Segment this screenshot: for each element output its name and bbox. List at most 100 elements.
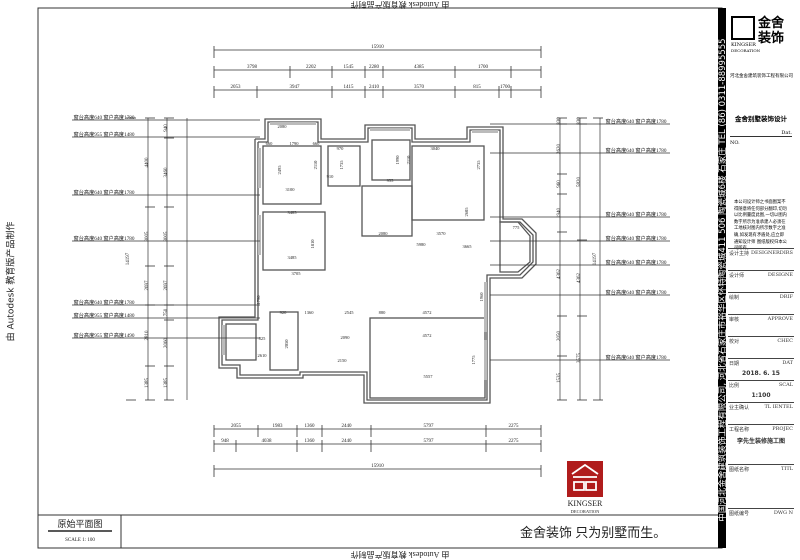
bay-window xyxy=(499,221,531,273)
dim-room: 3485 xyxy=(288,255,298,260)
row-label-en: TITL xyxy=(781,466,793,472)
window-notes: 窗台高度640 窗户高度1780 窗台高度955 窗户高度1480 窗台高度640 … xyxy=(74,113,667,361)
dim-bottom-row2: 2275 xyxy=(509,439,520,444)
dim-bottom-row1: 1360 xyxy=(305,424,316,429)
dim-left-col2: 750 xyxy=(164,308,169,316)
watermark-side: 由 Autodesk 教育版产品制作 xyxy=(6,221,17,342)
company-band-text: 中国河北金舍建筑装饰工程有限公司, 河北省石家庄市裕华区怀特陶瓷城411 506… xyxy=(718,38,728,522)
logo-mark-icon xyxy=(731,16,755,40)
bedroom-1 xyxy=(262,145,322,205)
dim-room: 1360 xyxy=(305,310,315,315)
dim-left-col2: 2060 xyxy=(164,338,169,349)
slogan: 金舍装饰 只为别墅而生。 xyxy=(520,525,666,540)
drawing-scale: SCALE 1: 100 xyxy=(65,538,95,543)
row-label-cn: 比例 xyxy=(729,383,740,389)
dim-right-col2: 5820 xyxy=(577,177,582,188)
row-value: 2018. 6. 15 xyxy=(742,370,780,377)
dim-room: 2610 xyxy=(258,353,268,358)
dim-top-row2: 2410 xyxy=(369,85,380,90)
row-label-cn: 校对 xyxy=(729,339,740,345)
dim-bottom-row2: 2440 xyxy=(342,439,353,444)
dim-bottom-row1: 2275 xyxy=(509,424,520,429)
dim-left-col1: 3005 xyxy=(145,231,150,242)
row-label-cn: 设计主持 xyxy=(729,251,750,257)
bedroom-2 xyxy=(262,211,326,271)
dim-room: 1960 xyxy=(479,292,484,302)
window-note-left: 窗台高度640 窗户高度1780 xyxy=(74,298,135,306)
dim-top-row2: 1700 xyxy=(500,85,511,90)
dim-left-col1: 4400 xyxy=(145,157,150,168)
footer-logo: KINGSER DECORATION xyxy=(567,461,603,514)
dim-left-col2: 2697 xyxy=(164,280,169,291)
dim-bottom-total: 15910 xyxy=(371,464,384,469)
dim-room: 3570 xyxy=(437,231,447,236)
dim-bottom-row1: 1983 xyxy=(273,424,284,429)
outer-wall-outer xyxy=(218,118,537,404)
company-name: 河北金舍建筑装饰工程有限公司 xyxy=(730,74,793,79)
dim-room: 2110 xyxy=(313,160,318,170)
dim-right-col2: 3575 xyxy=(577,353,582,364)
dim-right-total: 14197 xyxy=(593,252,598,265)
row-label-en: DESIGNERDIRS xyxy=(750,250,793,256)
dim-room: 825 xyxy=(259,336,267,341)
dim-room: 2080 xyxy=(278,124,288,129)
logo-en: KINGSER xyxy=(731,42,756,48)
dim-bottom-row2: 4038 xyxy=(262,439,273,444)
dim-room: 2735 xyxy=(476,160,481,170)
bedroom-3 xyxy=(411,145,485,221)
window-note-left: 窗台高度955 窗户高度1480 xyxy=(74,311,135,319)
row-value: 李先生装修施工图 xyxy=(736,438,785,445)
title-block-row: 图纸名称 TITL xyxy=(728,464,794,473)
row-label-en: CHEC xyxy=(777,338,793,344)
dim-room: 1990 xyxy=(395,155,400,165)
dim-room: 1790 xyxy=(256,295,261,305)
title-block-row: 校对 CHEC xyxy=(728,336,794,345)
dim-room: 4572 xyxy=(423,310,432,315)
dim-left-col2: 940 xyxy=(164,124,169,132)
row-label-cn: 绘制 xyxy=(729,295,740,301)
row-label-cn: 设计师 xyxy=(729,273,745,279)
dim-right-col2: 330 xyxy=(577,117,582,125)
no-label: NO. xyxy=(730,140,740,146)
row-label-cn: 审核 xyxy=(729,317,740,323)
logo-cn: 金舍装饰 xyxy=(758,16,785,46)
window-note-left: 窗台高度640 窗户高度1780 xyxy=(74,113,135,121)
window-leader-lines xyxy=(72,119,670,361)
window-note-left: 窗台高度955 窗户高度1480 xyxy=(74,130,135,138)
dim-room: 880 xyxy=(379,310,387,315)
dim-bottom-row1: 2440 xyxy=(342,424,353,429)
dim-top-row1: 1700 xyxy=(478,65,489,70)
dim-room: 775 xyxy=(513,225,521,230)
window-note-right: 窗台高度640 窗户高度1780 xyxy=(606,146,667,154)
row-label-cn: 图纸名称 xyxy=(729,467,750,473)
outer-wall xyxy=(221,121,534,401)
window-note-right: 窗台高度640 窗户高度1780 xyxy=(606,234,667,242)
dim-room: 660 xyxy=(266,141,274,146)
dim-left-col1: 1385 xyxy=(145,378,150,389)
dim-room: 3485 xyxy=(288,210,298,215)
design-title: 金舍别墅装饰设计 xyxy=(735,115,787,123)
dim-right-col1: 960 xyxy=(557,180,562,188)
dim-bottom-row2: 5797 xyxy=(424,439,435,444)
bathroom-1 xyxy=(327,145,361,187)
dim-room: 3705 xyxy=(292,271,302,276)
dim-right-col1: 4362 xyxy=(557,269,562,280)
window-note-right: 窗台高度640 窗户高度1780 xyxy=(606,353,667,361)
row-label-cn: 日期 xyxy=(729,361,740,367)
watermark-top: 由 Autodesk 教育版产品制作 xyxy=(351,0,450,10)
dim-room: 3100 xyxy=(286,187,296,192)
dim-top-row1: 3798 xyxy=(247,65,258,70)
dim-room: 970 xyxy=(337,146,345,151)
dim-room: 920 xyxy=(280,310,288,315)
dim-left-col1: 2810 xyxy=(145,330,150,341)
footer-logo-sub: DECORATION xyxy=(571,509,600,514)
dim-room: 1775 xyxy=(471,355,476,365)
dim-room: 4572 xyxy=(423,333,432,338)
row-label-en: APPROVE xyxy=(767,316,793,322)
dim-top-total: 15910 xyxy=(371,45,384,50)
dim-left-col2: 3460 xyxy=(164,167,169,178)
dim-right-col1: 330 xyxy=(557,117,562,125)
dim-top-row2: 2053 xyxy=(231,85,242,90)
